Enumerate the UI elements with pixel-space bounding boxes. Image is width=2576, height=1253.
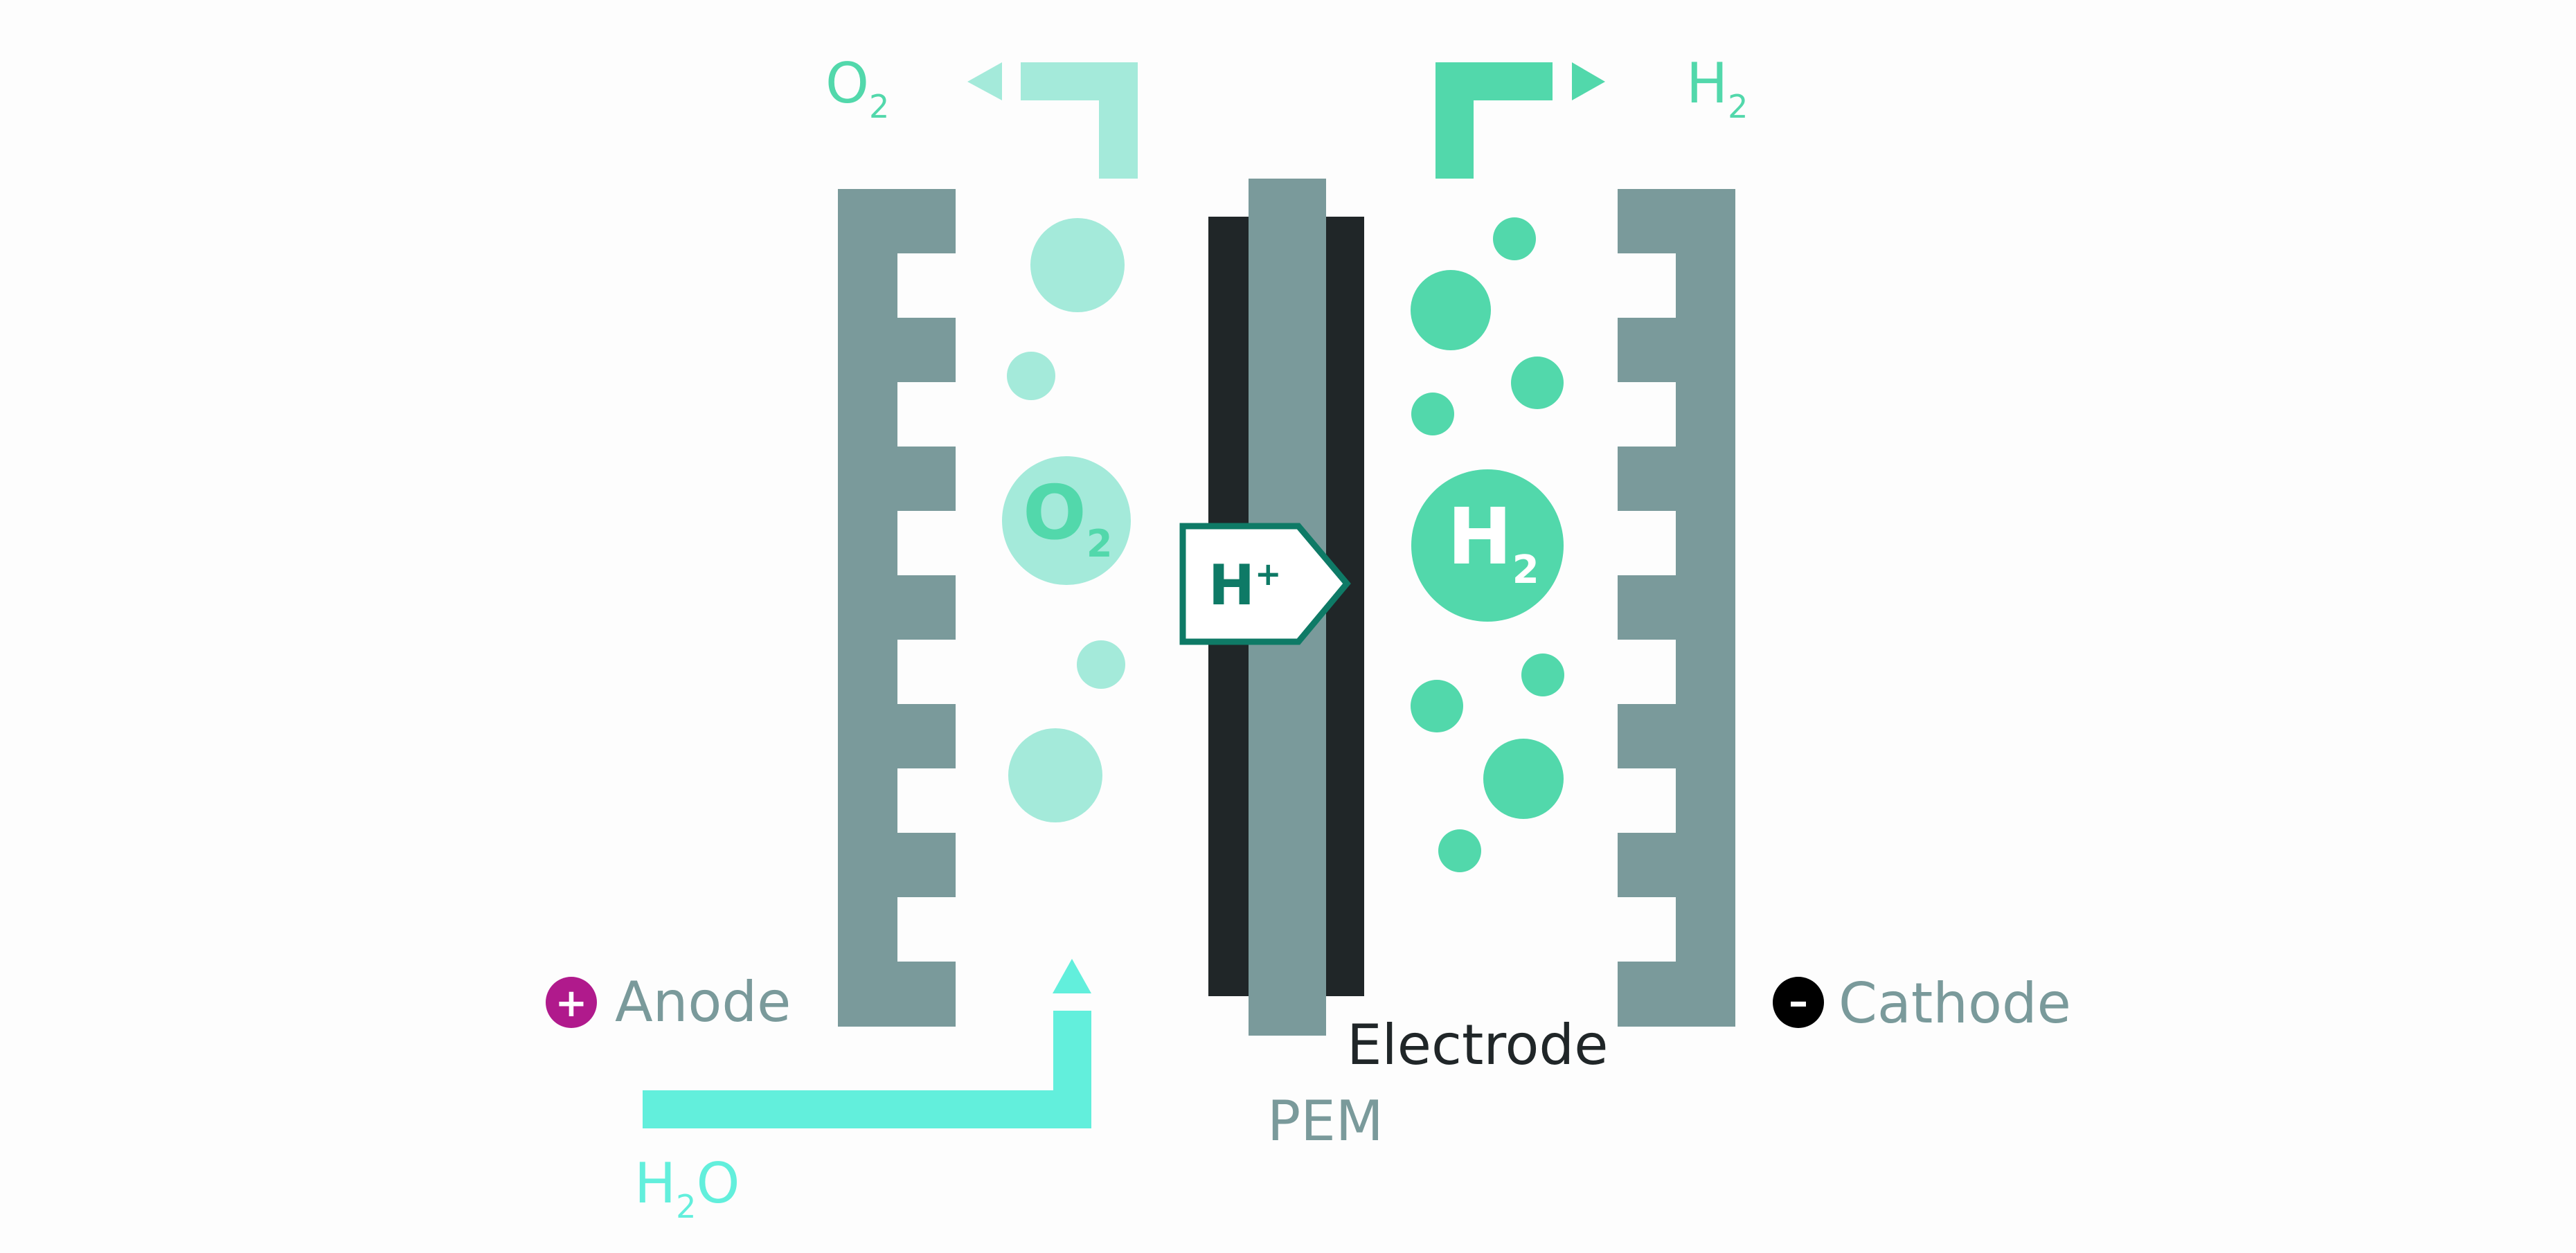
h2-bubble-main: H bbox=[1447, 492, 1512, 582]
proton-main: H bbox=[1208, 553, 1255, 618]
h2-bubble bbox=[1493, 217, 1536, 260]
h2-bubble-large bbox=[1411, 469, 1564, 622]
water-inlet-pipe bbox=[643, 1011, 1091, 1128]
cathode-label-group: – Cathode bbox=[1773, 971, 2071, 1036]
o2-bubble bbox=[1008, 728, 1102, 822]
o2-bubble-large bbox=[1002, 456, 1131, 585]
h2o-label: H2O bbox=[634, 1151, 740, 1225]
proton-sup: + bbox=[1255, 555, 1282, 593]
h2-bubble bbox=[1438, 829, 1481, 872]
h2-outlet-label: H2 bbox=[1686, 51, 1748, 125]
o2-bubble-main: O bbox=[1023, 470, 1086, 557]
water-inlet: H2O bbox=[634, 959, 1091, 1225]
h2-bubble bbox=[1411, 393, 1454, 435]
h2-outlet-pipe bbox=[1435, 62, 1553, 179]
h2-bubble bbox=[1483, 739, 1564, 819]
h2-bubble bbox=[1521, 653, 1564, 696]
cathode-label: Cathode bbox=[1839, 971, 2071, 1036]
o2-bubble bbox=[1077, 640, 1125, 689]
arrow-up-icon bbox=[1053, 959, 1091, 993]
o2-outlet-sub: 2 bbox=[869, 88, 889, 125]
cathode-plate bbox=[1618, 189, 1735, 1027]
plus-icon bbox=[546, 977, 597, 1028]
h2-outlet-main: H bbox=[1686, 51, 1728, 116]
proton-arrow: H+ bbox=[1179, 523, 1351, 645]
cathode-sign: – bbox=[1789, 980, 1808, 1025]
anode-plate bbox=[838, 189, 956, 1027]
h2-outlet: H2 bbox=[1435, 51, 1748, 179]
o2-outlet: O2 bbox=[825, 51, 1138, 179]
anode-sign: + bbox=[555, 981, 588, 1026]
proton-label: H+ bbox=[1208, 553, 1282, 618]
h2-bubble-sub: 2 bbox=[1512, 548, 1539, 593]
hydrogen-bubbles bbox=[1411, 217, 1564, 872]
arrow-right-icon bbox=[1572, 62, 1605, 100]
o2-bubble bbox=[1007, 352, 1055, 400]
anode-label-group: + Anode bbox=[546, 970, 791, 1034]
o2-bubble-sub: 2 bbox=[1086, 522, 1113, 566]
electrode-label: Electrode bbox=[1347, 1013, 1608, 1077]
o2-bubble bbox=[1030, 218, 1125, 312]
h2o-o: O bbox=[696, 1151, 740, 1216]
proton-arrow-shape bbox=[1179, 523, 1351, 645]
h2o-h: H bbox=[634, 1151, 676, 1216]
o2-bubble-label: O2 bbox=[1023, 470, 1112, 566]
h2-bubble-label: H2 bbox=[1447, 492, 1539, 593]
arrow-left-icon bbox=[967, 62, 1002, 100]
minus-icon bbox=[1773, 977, 1824, 1028]
h2-outlet-sub: 2 bbox=[1728, 88, 1748, 125]
anode-label: Anode bbox=[615, 970, 791, 1034]
h2-bubble bbox=[1511, 357, 1564, 409]
pem-label: PEM bbox=[1267, 1089, 1384, 1153]
h2o-sub: 2 bbox=[676, 1188, 696, 1225]
h2-bubble bbox=[1411, 680, 1463, 732]
h2-bubble bbox=[1411, 270, 1491, 350]
o2-outlet-main: O bbox=[825, 51, 869, 116]
o2-outlet-pipe bbox=[1021, 62, 1138, 179]
o2-outlet-label: O2 bbox=[825, 51, 889, 125]
oxygen-bubbles bbox=[1007, 218, 1125, 822]
